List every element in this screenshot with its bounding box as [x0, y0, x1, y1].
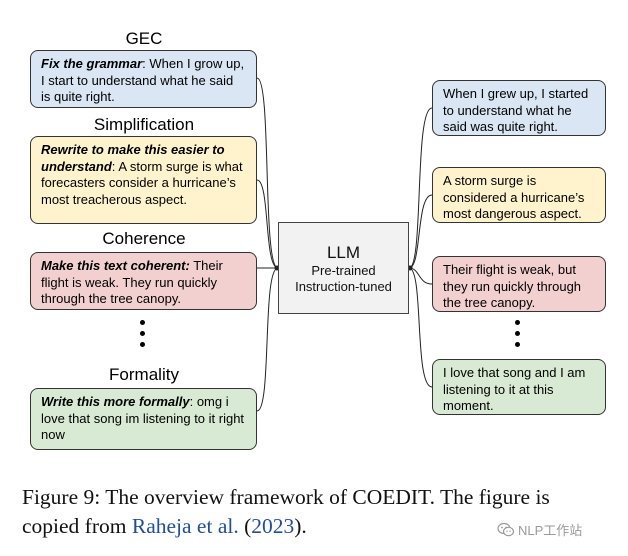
task-title-simplification: Simplification [93, 115, 195, 134]
input-box-formality: Write this more formally: omg i love tha… [30, 388, 257, 450]
task-title-coherence: Coherence [102, 229, 186, 248]
input-box-gec: Fix the grammar: When I grow up, I start… [30, 50, 257, 108]
citation-author-link[interactable]: Raheja et al. [131, 514, 239, 538]
llm-instruction-tuned: Instruction-tuned [295, 278, 392, 294]
instruction-gec-colon: : [142, 56, 146, 71]
output-box-gec: When I grew up, I started to understand … [432, 80, 606, 136]
input-text-gec: When I grow up, I start to understand wh… [41, 56, 245, 104]
connector-out-2 [408, 194, 433, 269]
output-box-formality: I love that song and I am listening to i… [432, 359, 606, 415]
caption-cite-close: ). [294, 514, 307, 538]
caption-text: Figure 9: The overview framework of COED… [22, 485, 550, 538]
input-text-simplification: A storm surge is what forecasters consid… [41, 158, 243, 207]
instruction-formality-colon: : [189, 394, 194, 409]
connector-simplification [256, 179, 279, 269]
caption-cite-open: ( [238, 514, 252, 538]
input-text-coherence: Their flight is weak. They run quickly t… [41, 258, 223, 306]
instruction-gec: Fix the grammar [41, 56, 143, 71]
task-title-gec: GEC [125, 29, 163, 48]
input-text-formality: omg i love that song im listening to it … [41, 394, 245, 442]
watermark: NLP工作站 [497, 520, 582, 539]
instruction-formality: Write this more formally [41, 394, 190, 409]
input-box-coherence: Make this text coherent: Their flight is… [30, 252, 257, 310]
llm-box: LLM Pre-trained Instruction-tuned [278, 222, 409, 314]
output-text-gec: When I grew up, I started to understand … [443, 86, 589, 134]
connector-gec [256, 77, 279, 269]
task-title-formality: Formality [109, 365, 179, 384]
citation-year-link[interactable]: 2023 [251, 514, 295, 538]
output-text-simplification: A storm surge is considered a hurricane’… [443, 173, 585, 221]
connector-out-4 [408, 267, 433, 388]
connector-formality [256, 267, 279, 412]
ellipsis-inputs [140, 320, 146, 353]
instruction-coherence: Make this text coherent: [41, 258, 190, 273]
output-box-coherence: Their flight is weak, but they run quick… [432, 256, 606, 312]
llm-pretrained: Pre-trained [311, 262, 376, 278]
ellipsis-outputs [515, 320, 521, 353]
wechat-icon [497, 522, 515, 538]
input-box-simplification: Rewrite to make this easier to understan… [30, 136, 257, 224]
output-text-formality: I love that song and I am listening to i… [443, 365, 586, 413]
llm-title: LLM [326, 242, 361, 262]
instruction-simplification-colon: : [111, 158, 116, 174]
watermark-text: NLP工作站 [518, 523, 583, 538]
instruction-simplification: Rewrite to make this easier to understan… [41, 142, 225, 174]
figure-caption: Figure 9: The overview framework of COED… [22, 483, 612, 541]
output-box-simplification: A storm surge is considered a hurricane’… [432, 167, 606, 223]
output-text-coherence: Their flight is weak, but they run quick… [443, 262, 582, 310]
connector-out-1 [408, 107, 433, 269]
